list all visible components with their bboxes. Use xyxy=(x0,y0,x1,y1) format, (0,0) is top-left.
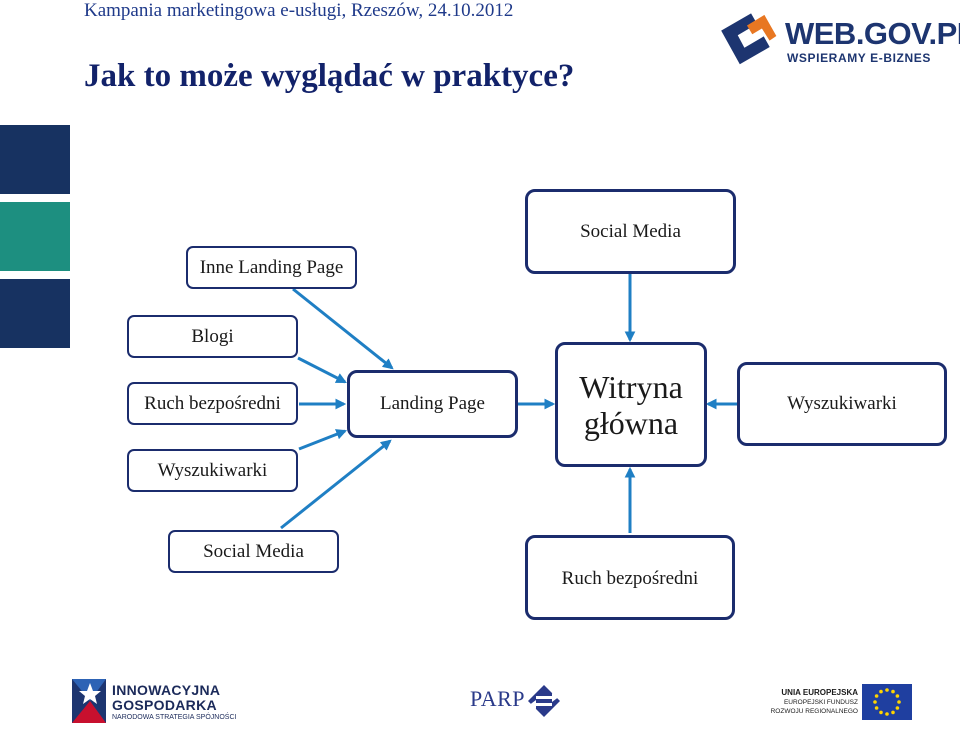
webgov-name: WEB.GOV.PL xyxy=(785,16,960,51)
header-event: Kampania marketingowa e-usługi, Rzeszów,… xyxy=(84,0,514,21)
box-social-media-left: Social Media xyxy=(168,530,339,573)
box-wyszukiwarki-right: Wyszukiwarki xyxy=(737,362,947,446)
arrow-wyszukiwarki-left xyxy=(298,429,348,451)
innowacyjna-gospodarka-logo xyxy=(72,679,106,723)
box-blogi: Blogi xyxy=(127,315,298,358)
box-inne-landing-page: Inne Landing Page xyxy=(186,246,357,289)
arrow-social-left xyxy=(280,439,392,530)
box-witryna-glowna: Witryna główna xyxy=(555,342,707,467)
innowacyjna-text: INNOWACYJNA GOSPODARKA NARODOWA STRATEGI… xyxy=(112,683,236,723)
box-landing-page: Landing Page xyxy=(347,370,518,438)
box-ruch-bezposredni-left: Ruch bezpośredni xyxy=(127,382,298,425)
ue-line1: UNIA EUROPEJSKA xyxy=(781,688,858,697)
innowacyjna-line2: GOSPODARKA xyxy=(112,697,217,713)
stripe-teal xyxy=(0,202,70,271)
innowacyjna-line3: NARODOWA STRATEGIA SPÓJNOŚCI xyxy=(112,714,237,721)
box-wyszukiwarki-left: Wyszukiwarki xyxy=(127,449,298,492)
ue-line2: EUROPEJSKI FUNDUSZ xyxy=(783,699,858,706)
parp-logo xyxy=(528,685,560,717)
ue-line3: ROZWOJU REGIONALNEGO xyxy=(770,708,858,715)
ue-text: UNIA EUROPEJSKA EUROPEJSKI FUNDUSZ ROZWO… xyxy=(758,688,858,716)
eu-flag-icon xyxy=(862,684,912,720)
box-social-media-right: Social Media xyxy=(525,189,736,274)
box-ruch-bezposredni-right: Ruch bezpośredni xyxy=(525,535,735,620)
arrow-inne-landing xyxy=(292,287,394,370)
slide-title: Jak to może wyglądać w praktyce? xyxy=(84,58,575,94)
stripe-navy-bottom xyxy=(0,279,70,348)
innowacyjna-line1: INNOWACYJNA xyxy=(112,682,221,698)
webgov-tagline: WSPIERAMY E-BIZNES xyxy=(787,51,931,65)
stripe-navy-top xyxy=(0,125,70,194)
webgov-logo xyxy=(721,13,777,65)
parp-name: PARP xyxy=(470,686,526,711)
arrow-blogi xyxy=(297,356,347,384)
